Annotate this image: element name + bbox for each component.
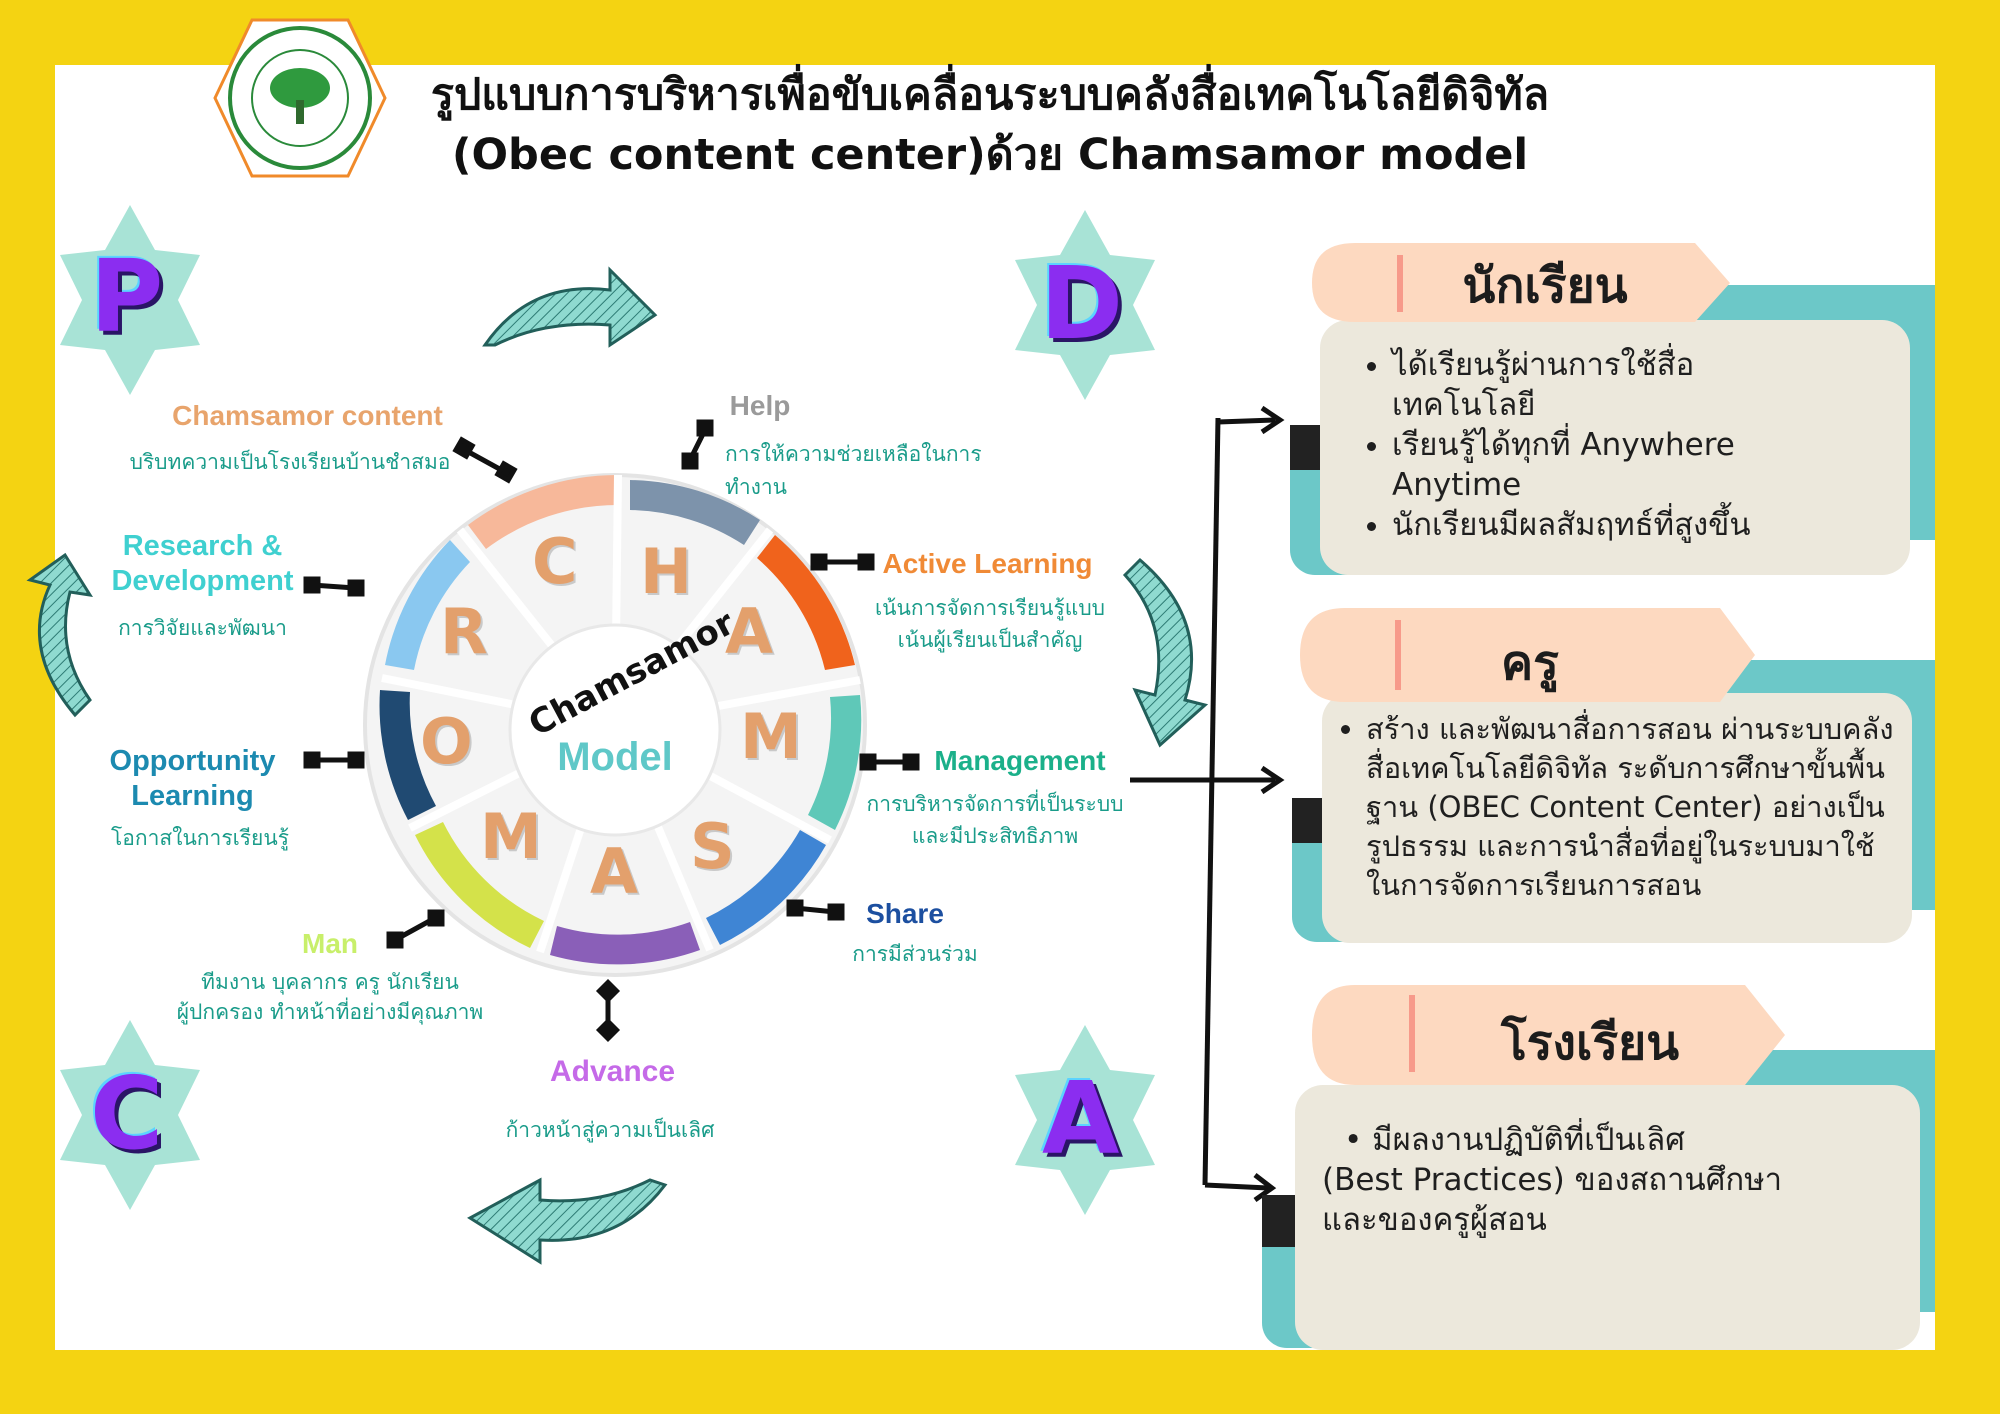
card-school-body: • มีผลงานปฏิบัติที่เป็นเลิศ (Best Practi…: [1322, 1120, 1902, 1240]
wheel-center-bottom: Model: [557, 735, 673, 779]
label-research-2: Development: [111, 565, 294, 597]
desc-man-2: ผู้ปกครอง ทำหน้าที่อย่างมีคุณภาพ: [176, 1000, 484, 1024]
wheel-letter-h: H: [640, 535, 692, 608]
arrow-right-down: [1122, 557, 1209, 748]
desc-management-1: การบริหารจัดการที่เป็นระบบ: [866, 792, 1124, 816]
label-help: Help: [729, 390, 791, 421]
label-active-learning: Active Learning: [882, 548, 1093, 579]
pdca-letter-c: C: [90, 1055, 164, 1172]
desc-chamsamor-content: บริบทความเป็นโรงเรียนบ้านชำสมอ: [129, 450, 451, 474]
card-school-bullet: • มีผลงานปฏิบัติที่เป็นเลิศ: [1344, 1122, 1685, 1158]
desc-advance: ก้าวหน้าสู่ความเป็นเลิศ: [505, 1118, 715, 1142]
card-teachers-heading: ครู: [1501, 635, 1559, 691]
wheel-letter-o: O: [420, 705, 473, 778]
label-opportunity-1: Opportunity: [109, 745, 276, 777]
card-teachers-body: สร้าง และพัฒนาสื่อการสอน ผ่านระบบคลังสื่…: [1330, 710, 1905, 905]
wheel-letter-r: R: [440, 595, 488, 668]
card-teachers-bg: [1292, 608, 1935, 943]
desc-management-2: และมีประสิทธิภาพ: [911, 824, 1079, 848]
desc-research: การวิจัยและพัฒนา: [118, 616, 287, 640]
desc-man-1: ทีมงาน บุคลากร ครู นักเรียน: [201, 970, 459, 994]
label-advance: Advance: [549, 1055, 676, 1088]
arrow-bottom-left: [467, 1177, 668, 1265]
arrow-top-right: [482, 266, 658, 348]
label-opportunity-2: Learning: [131, 780, 254, 812]
wheel-letter-m2: M: [480, 800, 542, 873]
wheel-letter-s: S: [690, 810, 735, 883]
card-students-body: ได้เรียนรู้ผ่านการใช้สื่อ เทคโนโลยี เรีย…: [1356, 345, 1836, 545]
chamsamor-wheel: [363, 473, 867, 977]
pdca-letter-a: A: [1042, 1060, 1120, 1177]
label-man: Man: [302, 928, 358, 959]
desc-active-learning-1: เน้นการจัดการเรียนรู้แบบ: [875, 596, 1105, 620]
wheel-letter-a2: A: [590, 835, 638, 908]
card-school-line3: และของครูผู้สอน: [1322, 1202, 1547, 1238]
arrow-left-up: [26, 552, 93, 718]
connectors: [303, 419, 920, 1043]
star-c: [60, 1020, 200, 1210]
wheel-letter-a: A: [725, 595, 773, 668]
card-teachers-item: สร้าง และพัฒนาสื่อการสอน ผ่านระบบคลังสื่…: [1366, 710, 1905, 905]
school-logo: [213, 18, 387, 178]
card-school-bg: [1262, 985, 1935, 1350]
flow-lines: [1130, 405, 1285, 1203]
desc-help: การให้ความช่วยเหลือในการทำงาน: [725, 442, 982, 499]
desc-opportunity: โอกาสในการเรียนรู้: [110, 826, 289, 850]
desc-share: การมีส่วนร่วม: [852, 942, 978, 966]
page-title-line1: รูปแบบการบริหารเพื่อขับเคลื่อนระบบคลังสื…: [430, 70, 1550, 120]
card-school-line2: (Best Practices) ของสถานศึกษา: [1322, 1162, 1783, 1198]
label-research-1: Research &: [122, 530, 283, 562]
label-chamsamor-content: Chamsamor content: [172, 400, 443, 431]
card-students-heading: นักเรียน: [1462, 258, 1628, 314]
card-students-item: นักเรียนมีผลสัมฤทธ์ที่สูงขึ้น: [1392, 505, 1836, 545]
wheel-letter-m: M: [740, 700, 802, 773]
star-p: [60, 205, 200, 395]
label-share: Share: [866, 898, 944, 929]
pdca-letter-p: P: [90, 238, 164, 355]
card-school-item: มีผลงานปฏิบัติที่เป็นเลิศ: [1372, 1122, 1685, 1158]
card-school-heading: โรงเรียน: [1500, 1015, 1680, 1071]
page-title-line2: (Obec content center)ด้วย Chamsamor mode…: [451, 130, 1529, 180]
card-students-bg: [1290, 243, 1935, 575]
tree-icon: [270, 68, 330, 108]
desc-active-learning-2: เน้นผู้เรียนเป็นสำคัญ: [897, 628, 1083, 652]
card-students-item: ได้เรียนรู้ผ่านการใช้สื่อ เทคโนโลยี: [1392, 345, 1836, 425]
label-management: Management: [934, 745, 1106, 776]
wheel-letter-c: C: [532, 525, 578, 598]
star-a: [1015, 1025, 1155, 1215]
card-students-item: เรียนรู้ได้ทุกที่ Anywhere Anytime: [1392, 425, 1836, 505]
star-d: [1015, 210, 1155, 400]
pdca-letter-d: D: [1040, 245, 1124, 362]
